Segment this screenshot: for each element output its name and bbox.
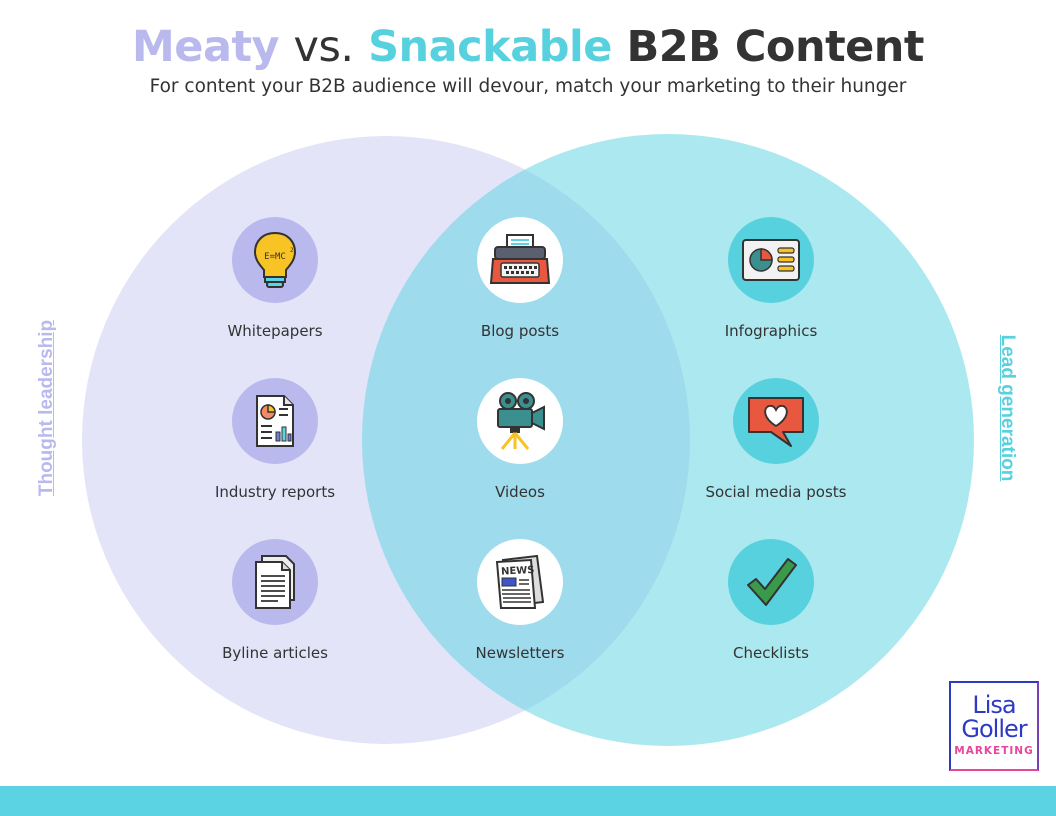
item-newsletters: NEWS Newsletters bbox=[430, 539, 610, 662]
checkmark-icon bbox=[747, 558, 797, 606]
svg-text:2: 2 bbox=[290, 247, 294, 254]
social-media-posts-label: Social media posts bbox=[705, 483, 847, 501]
item-industry-reports: Industry reports bbox=[185, 378, 365, 501]
newsletters-badge: NEWS bbox=[477, 539, 563, 625]
infographic-icon bbox=[742, 239, 800, 281]
item-social-media-posts: Social media posts bbox=[686, 378, 866, 501]
item-checklists: Checklists bbox=[681, 539, 861, 662]
title-meaty: Meaty bbox=[132, 22, 280, 72]
newspaper-icon: NEWS bbox=[495, 554, 545, 609]
newsletters-label: Newsletters bbox=[475, 644, 565, 662]
title-snackable: Snackable bbox=[368, 22, 612, 72]
byline-articles-label: Byline articles bbox=[222, 644, 328, 662]
industry-reports-label: Industry reports bbox=[214, 483, 336, 501]
item-infographics: Infographics bbox=[681, 217, 861, 340]
logo-line-marketing: MARKETING bbox=[954, 745, 1034, 757]
blog-posts-label: Blog posts bbox=[480, 322, 560, 340]
typewriter-icon bbox=[489, 234, 551, 284]
svg-text:NEWS: NEWS bbox=[501, 565, 535, 578]
title-vs: vs. bbox=[293, 22, 355, 72]
infographics-badge bbox=[728, 217, 814, 303]
whitepapers-label: Whitepapers bbox=[227, 322, 323, 340]
item-blog-posts: Blog posts bbox=[430, 217, 610, 340]
title-b2b-content: B2B Content bbox=[626, 22, 924, 72]
social-media-posts-badge bbox=[733, 378, 819, 464]
thought-leadership-label: Thought leadership bbox=[36, 319, 57, 497]
lisa-goller-marketing-logo: Lisa Goller MARKETING bbox=[949, 681, 1039, 771]
blog-posts-badge bbox=[477, 217, 563, 303]
documents-icon bbox=[255, 555, 295, 609]
checklists-badge bbox=[728, 539, 814, 625]
item-byline-articles: Byline articles bbox=[185, 539, 365, 662]
footer-bar bbox=[0, 786, 1056, 816]
videos-badge bbox=[477, 378, 563, 464]
page-subtitle: For content your B2B audience will devou… bbox=[149, 76, 907, 97]
whitepapers-badge: E=MC 2 bbox=[232, 217, 318, 303]
report-icon bbox=[256, 395, 294, 447]
logo-line-lisa: Lisa bbox=[972, 691, 1016, 719]
item-whitepapers: E=MC 2 Whitepapers bbox=[185, 217, 365, 340]
svg-text:E=MC: E=MC bbox=[264, 252, 286, 262]
lightbulb-icon: E=MC 2 bbox=[253, 231, 297, 288]
page-title: Meaty vs. Snackable B2B Content bbox=[0, 22, 1056, 72]
item-videos: Videos bbox=[430, 378, 610, 501]
speech-bubble-heart-icon bbox=[748, 397, 804, 447]
checklists-label: Checklists bbox=[733, 644, 809, 662]
infographics-label: Infographics bbox=[724, 322, 818, 340]
byline-articles-badge bbox=[232, 539, 318, 625]
video-camera-icon bbox=[497, 392, 545, 450]
lead-generation-label: Lead generation bbox=[997, 334, 1018, 482]
videos-label: Videos bbox=[495, 483, 545, 501]
logo-line-goller: Goller bbox=[961, 715, 1027, 743]
industry-reports-badge bbox=[232, 378, 318, 464]
